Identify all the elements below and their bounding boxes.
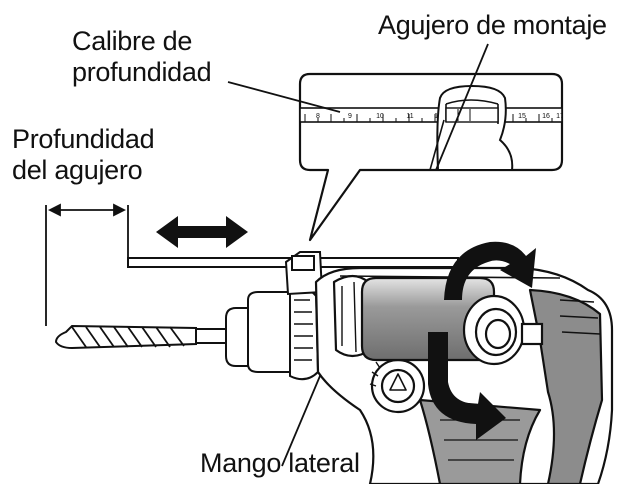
gauge-scale-label: 10 — [376, 113, 384, 120]
gauge-scale-label: 16 — [542, 113, 550, 120]
drill-bit — [54, 324, 229, 350]
gauge-scale-label: 11 — [406, 113, 413, 120]
gauge-clamp — [284, 251, 324, 296]
callout-box: 891011121314151617 — [298, 72, 564, 242]
double-arrow-icon — [156, 216, 248, 248]
hole-depth-dimension — [45, 203, 129, 326]
side-handle-label: Mango lateral — [200, 448, 360, 478]
hole-depth-label: Profundidad del agujero — [12, 124, 155, 185]
chuck — [225, 287, 320, 381]
gauge-scale-label: 8 — [316, 113, 320, 120]
rotation-arrow-icon — [428, 241, 536, 440]
gauge-scale-label: 9 — [348, 113, 352, 120]
depth-gauge-label: Calibre de profundidad — [72, 26, 212, 87]
gauge-scale-label: 15 — [518, 113, 526, 120]
gauge-scale-label: 17 — [556, 113, 564, 120]
mounting-hole-label: Agujero de montaje — [378, 10, 607, 40]
